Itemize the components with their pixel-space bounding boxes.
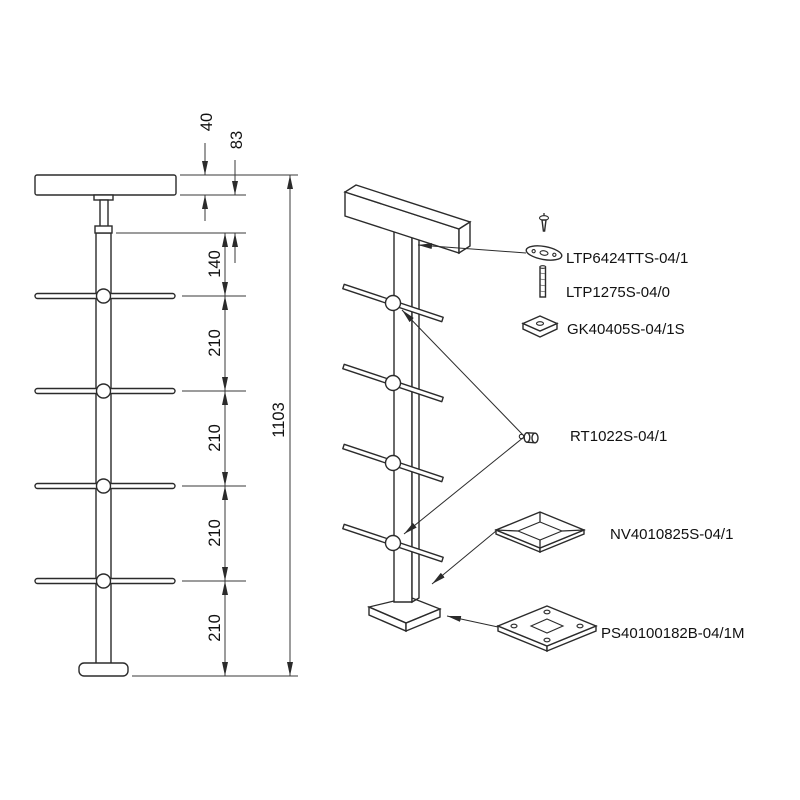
- leader-top-assembly: [417, 243, 527, 254]
- stud-part: [539, 265, 547, 298]
- dim-40-label: 40: [198, 113, 216, 131]
- handrail-saddle: [93, 194, 114, 201]
- holder-4: [95, 573, 112, 589]
- base-plate-part: [496, 605, 598, 653]
- dim-210-label-2: 210: [206, 424, 224, 452]
- holder-3d-3: [384, 454, 402, 472]
- dim-210-label-3: 210: [206, 519, 224, 547]
- part-label-base-plate: PS40100182B-04/1M: [601, 625, 744, 642]
- dim-140-label: 140: [206, 250, 224, 278]
- part-label-holder: RT1022S-04/1: [570, 428, 667, 445]
- dimension-lines: [202, 143, 293, 676]
- handrail-3d: [343, 184, 472, 255]
- dim-83-label: 83: [228, 131, 246, 149]
- isometric-view: LTP6424TTS-04/1 LTP1275S-04/0 GK40405S-0…: [342, 184, 744, 653]
- crossbars-3d: [342, 283, 444, 563]
- post-top-collar: [94, 225, 113, 234]
- support-stem: [99, 199, 109, 228]
- top-plate-part: [525, 245, 563, 261]
- cover-part: [494, 511, 586, 554]
- leader-cover: [431, 530, 497, 585]
- dim-1103-label: 1103: [270, 402, 288, 437]
- holder-1: [95, 288, 112, 304]
- leader-holder-upper: [401, 309, 525, 437]
- base-3d: [366, 597, 442, 633]
- leader-lines: [401, 243, 527, 628]
- part-label-stud: LTP1275S-04/0: [566, 284, 670, 301]
- screw-part: [538, 213, 550, 232]
- holder-3d-2: [384, 374, 402, 392]
- leader-base-plate: [446, 615, 499, 628]
- part-label-cap: GK40405S-04/1S: [567, 321, 685, 338]
- extension-lines: [116, 174, 298, 677]
- elevation-view: 40 83 140 210 210 210 210 1103: [34, 113, 298, 677]
- holder-3: [95, 478, 112, 494]
- holder-3d-1: [384, 294, 402, 312]
- holder-3d-4: [384, 534, 402, 552]
- base-elevation: [78, 662, 129, 677]
- leader-holder-lower: [403, 436, 525, 535]
- part-label-cover: NV4010825S-04/1: [610, 526, 733, 543]
- part-label-top-plate: LTP6424TTS-04/1: [566, 250, 688, 267]
- dim-210-label-4: 210: [206, 614, 224, 642]
- dim-210-label-1: 210: [206, 329, 224, 357]
- holder-2: [95, 383, 112, 399]
- handrail-elevation: [34, 174, 177, 196]
- cap-part: [521, 315, 559, 338]
